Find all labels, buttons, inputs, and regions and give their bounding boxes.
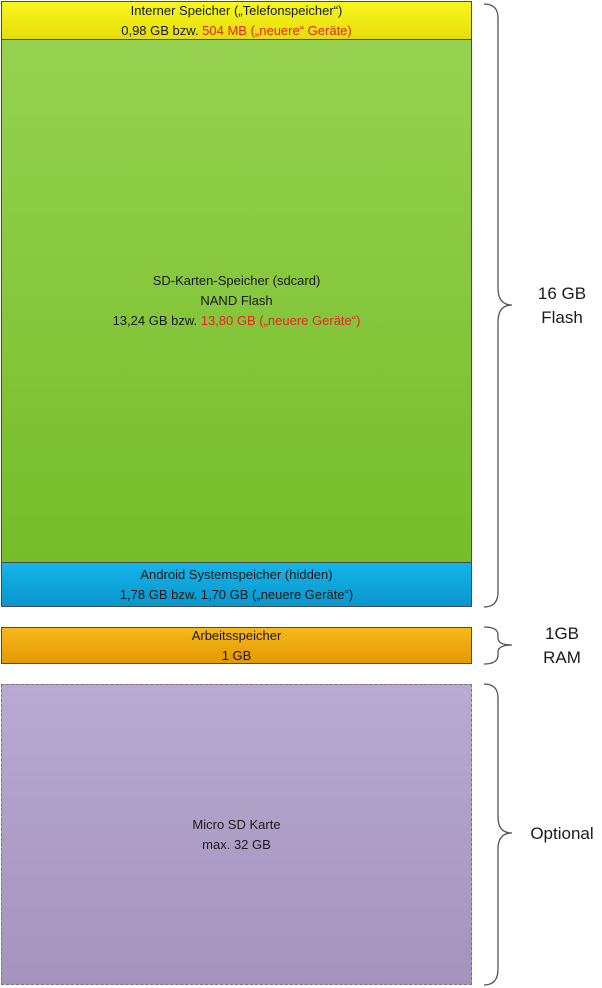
internal-size-new: 504 MB („neuere“ Geräte) (202, 22, 352, 38)
system-storage-block: Android Systemspeicher (hidden) 1,78 GB … (1, 562, 472, 607)
microsd-title: Micro SD Karte (192, 816, 281, 832)
microsd-block: Micro SD Karte max. 32 GB (1, 684, 472, 985)
system-storage-title: Android Systemspeicher (hidden) (140, 566, 333, 582)
ram-size: 1 GB (221, 647, 252, 663)
flash-label-size: 16 GB (537, 284, 587, 303)
system-storage-size: 1,78 GB bzw. 1,70 GB („neuere Geräte“) (119, 586, 354, 602)
ram-title: Arbeitsspeicher (191, 627, 282, 643)
sdcard-storage-subtitle: NAND Flash (200, 293, 273, 308)
sdcard-size-old: 13,24 GB bzw. (112, 313, 201, 328)
optional-brace (483, 683, 513, 986)
internal-storage-title: Interner Speicher („Telefonspeicher“) (130, 2, 343, 18)
optional-label-text: Optional (530, 824, 594, 843)
internal-size-old: 0,98 GB bzw. (121, 22, 203, 38)
ram-label-size: 1GB (544, 624, 580, 643)
ram-label-type: RAM (543, 648, 581, 667)
flash-label: 16 GB Flash (520, 282, 602, 330)
internal-storage-block: Interner Speicher („Telefonspeicher“) 0,… (1, 1, 472, 40)
flash-label-type: Flash (541, 308, 583, 327)
microsd-size: max. 32 GB (202, 836, 271, 852)
sdcard-storage-title: SD-Karten-Speicher (sdcard) (152, 273, 321, 288)
sdcard-storage-block: SD-Karten-Speicher (sdcard) NAND Flash 1… (1, 39, 472, 563)
flash-brace (483, 3, 513, 608)
ram-brace (483, 626, 513, 665)
sdcard-size-new: 13,80 GB („neuere Geräte“) (200, 313, 361, 328)
optional-label: Optional (522, 822, 602, 846)
sdcard-storage-size: 13,24 GB bzw. 13,80 GB („neuere Geräte“) (113, 311, 361, 331)
ram-label: 1GB RAM (522, 622, 602, 670)
ram-block: Arbeitsspeicher 1 GB (1, 627, 472, 664)
internal-storage-size: 0,98 GB bzw. 504 MB („neuere“ Geräte) (121, 21, 352, 41)
